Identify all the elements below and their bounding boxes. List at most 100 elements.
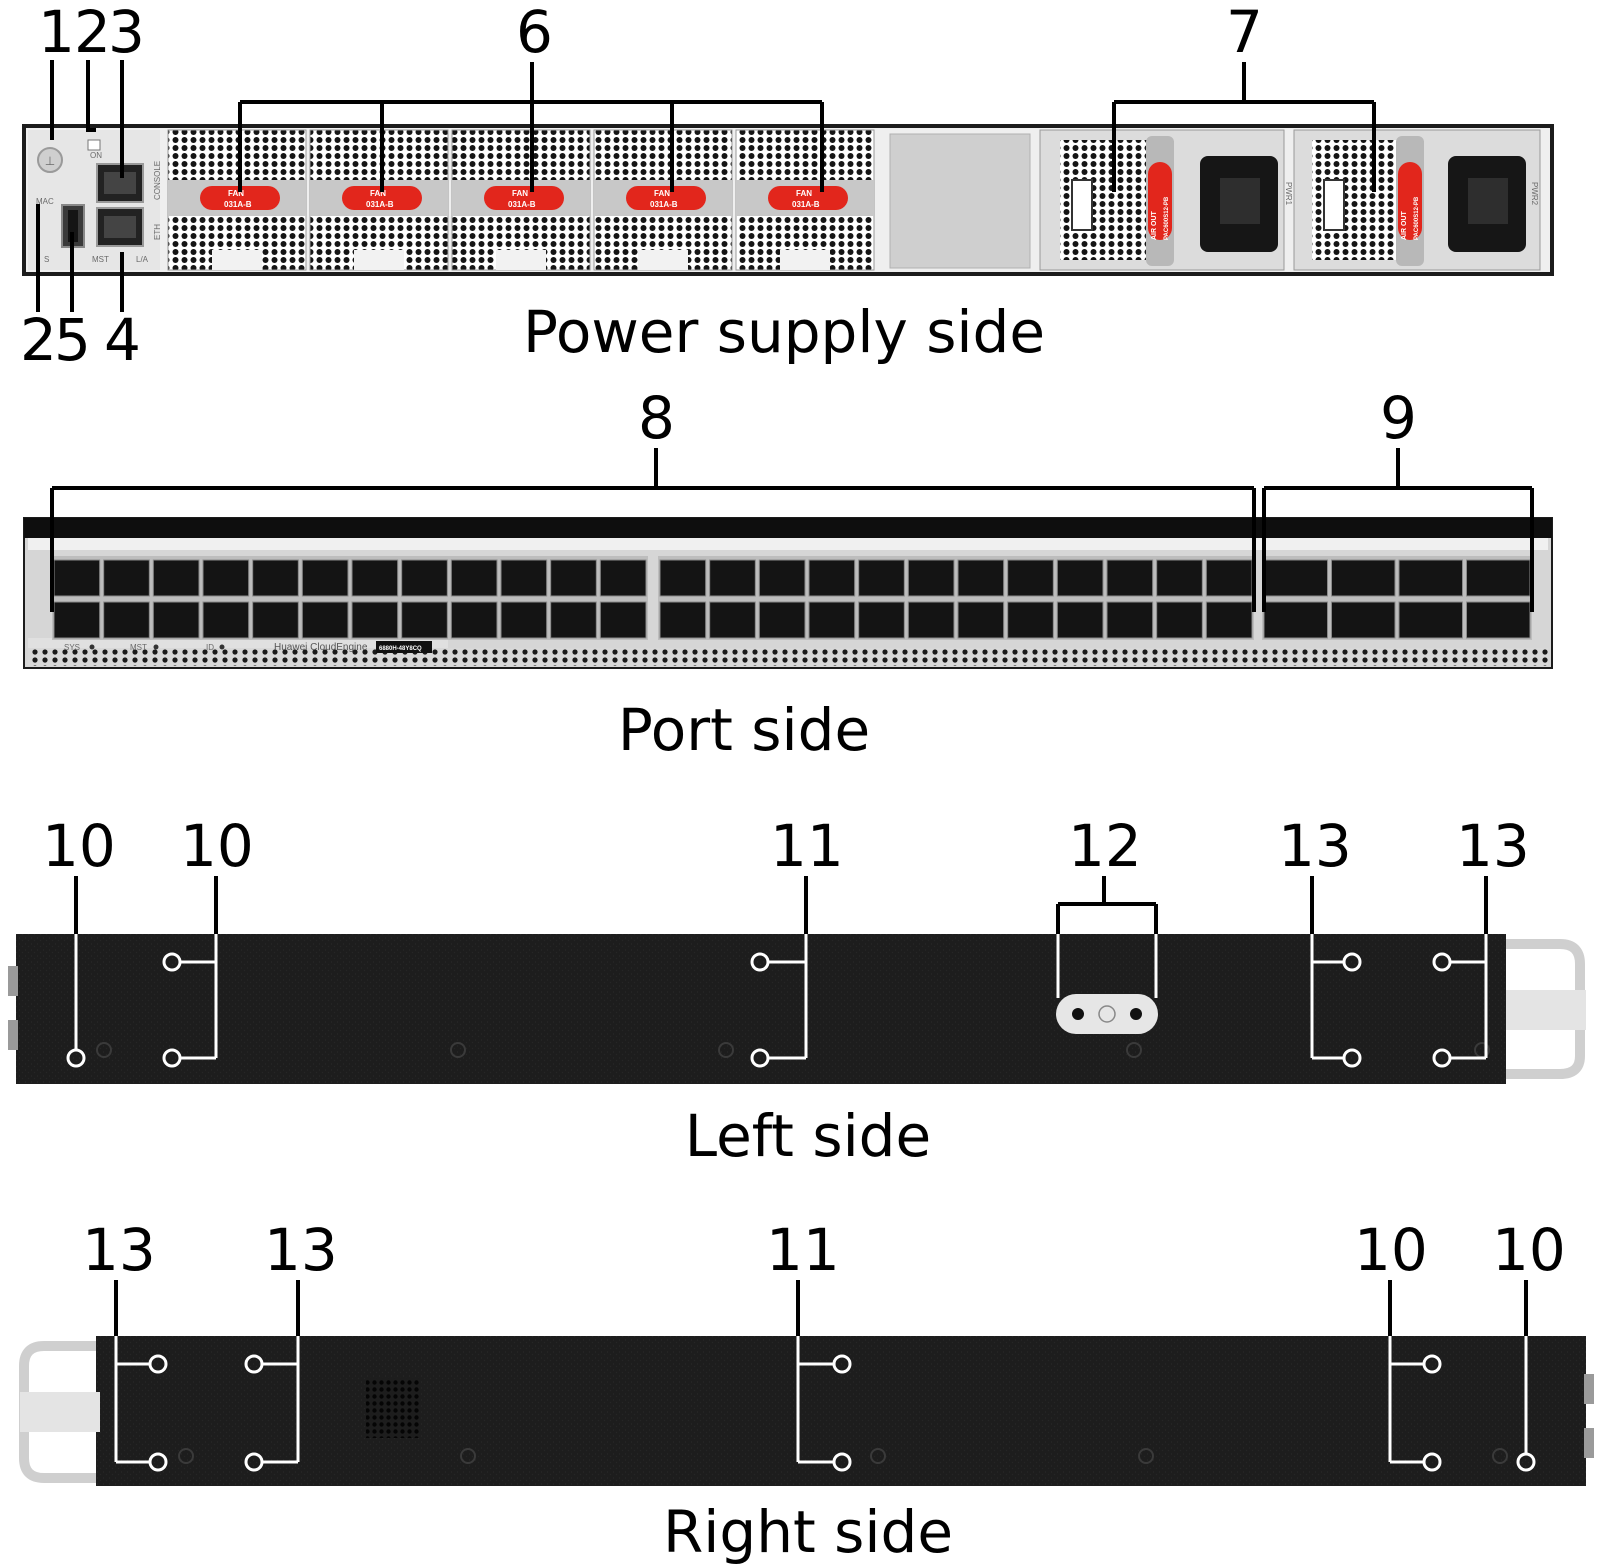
port-cage[interactable] [152, 559, 200, 597]
port-cage[interactable] [103, 601, 150, 639]
fan-module[interactable]: FAN 031A-B [167, 129, 307, 271]
port-cage[interactable] [659, 559, 707, 597]
port-cage[interactable] [53, 601, 101, 639]
port-cage[interactable] [202, 559, 250, 597]
port-cage[interactable] [401, 559, 448, 597]
ground-bracket [1056, 994, 1158, 1034]
screw-markers [96, 1042, 1490, 1058]
port-cage[interactable] [1263, 601, 1328, 639]
fan-module[interactable]: FAN 031A-B [735, 129, 875, 271]
port-cage[interactable] [1466, 559, 1531, 597]
power-module-1[interactable]: AIR OUT PAC600S12-PB PWR1 [1039, 129, 1293, 271]
qsfp-port-block-8[interactable] [1262, 556, 1532, 640]
port-cage[interactable] [1398, 559, 1463, 597]
port-cage[interactable] [152, 601, 200, 639]
port-cage[interactable] [907, 601, 955, 639]
brand-label: Huawei CloudEngine [274, 642, 368, 653]
port-cage[interactable] [858, 601, 905, 639]
port-cage[interactable] [550, 559, 597, 597]
port-cage[interactable] [1106, 559, 1154, 597]
callout-13: 13 [264, 1216, 338, 1284]
s-label: S [44, 255, 49, 264]
eth-label: ETH [153, 224, 162, 240]
port-cage[interactable] [808, 559, 856, 597]
port-cages[interactable] [1263, 559, 1531, 639]
port-cage[interactable] [103, 559, 150, 597]
port-cage[interactable] [450, 559, 498, 597]
fan-module[interactable]: FAN 031A-B [593, 129, 733, 271]
port-cage[interactable] [1007, 559, 1054, 597]
port-cage[interactable] [709, 559, 756, 597]
port-cage[interactable] [599, 559, 647, 597]
svg-text:PAC600S12-PB: PAC600S12-PB [1164, 196, 1170, 240]
svg-text:AIR OUT: AIR OUT [1401, 211, 1408, 241]
callout-12: 12 [1068, 812, 1142, 880]
port-cage[interactable] [53, 559, 101, 597]
callout-8: 8 [638, 384, 675, 452]
port-cage[interactable] [758, 559, 806, 597]
port-cage[interactable] [401, 601, 448, 639]
port-cage[interactable] [252, 601, 299, 639]
svg-text:FAN: FAN [796, 189, 812, 198]
on-indicator [87, 139, 101, 151]
callout-9: 9 [1380, 384, 1417, 452]
port-cages[interactable] [53, 559, 1253, 639]
svg-text:FAN: FAN [370, 189, 386, 198]
port-cage[interactable] [202, 601, 250, 639]
caption-right-side: Right side [663, 1498, 953, 1566]
port-cage[interactable] [599, 601, 647, 639]
port-cage[interactable] [1331, 559, 1396, 597]
screw-markers [178, 1448, 1508, 1464]
port-cage[interactable] [1156, 601, 1203, 639]
port-cage[interactable] [907, 559, 955, 597]
port-cage[interactable] [709, 601, 756, 639]
callout-2-bottom: 2 [20, 306, 57, 374]
power-module-2[interactable]: AIR OUT PAC600S12-PB PWR2 [1293, 129, 1541, 271]
la-label: L/A [136, 255, 149, 264]
port-cage[interactable] [500, 559, 548, 597]
port-cage[interactable] [1331, 601, 1396, 639]
port-cage[interactable] [500, 601, 548, 639]
sfp-port-block-48[interactable] [52, 556, 1254, 640]
port-cage[interactable] [1056, 601, 1104, 639]
port-cage[interactable] [252, 559, 299, 597]
port-cage[interactable] [957, 559, 1005, 597]
port-cage[interactable] [301, 601, 349, 639]
svg-text:031A-B: 031A-B [650, 200, 678, 209]
port-cage[interactable] [351, 601, 399, 639]
svg-text:⊥: ⊥ [45, 154, 55, 168]
fan-module[interactable]: FAN 031A-B [451, 129, 591, 271]
fan-module[interactable]: FAN 031A-B [309, 129, 449, 271]
port-cage[interactable] [858, 559, 905, 597]
port-cage[interactable] [808, 601, 856, 639]
mac-label: MAC [36, 197, 54, 206]
port-cage[interactable] [1156, 559, 1203, 597]
port-cage[interactable] [957, 601, 1005, 639]
port-cage[interactable] [1205, 601, 1253, 639]
port-cage[interactable] [1263, 559, 1328, 597]
callout-10: 10 [180, 812, 254, 880]
port-cage[interactable] [550, 601, 597, 639]
port-cage[interactable] [659, 601, 707, 639]
port-cage[interactable] [1466, 601, 1531, 639]
port-cage[interactable] [758, 601, 806, 639]
id-label: ID [206, 643, 214, 652]
callout-11: 11 [766, 1216, 840, 1284]
port-cage[interactable] [1007, 601, 1054, 639]
port-cage[interactable] [1106, 601, 1154, 639]
port-cage[interactable] [301, 559, 349, 597]
port-cage[interactable] [1056, 559, 1104, 597]
svg-text:AIR OUT: AIR OUT [1151, 211, 1158, 241]
port-cage[interactable] [1398, 601, 1463, 639]
callout-1: 1 [38, 0, 75, 66]
callout-10: 10 [1354, 1216, 1428, 1284]
vent-grille [366, 1378, 420, 1438]
port-cage[interactable] [351, 559, 399, 597]
svg-text:031A-B: 031A-B [224, 200, 252, 209]
port-cage[interactable] [1205, 559, 1253, 597]
svg-text:FAN: FAN [512, 189, 528, 198]
port-cage[interactable] [450, 601, 498, 639]
caption-port-side: Port side [618, 696, 870, 764]
svg-text:PWR1: PWR1 [1284, 182, 1293, 206]
